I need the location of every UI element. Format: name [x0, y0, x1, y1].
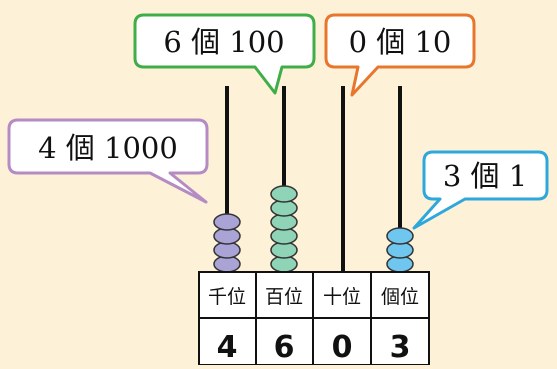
callout-box-hundreds	[133, 13, 316, 95]
callout-ones: 3 個 1	[412, 150, 549, 230]
callout-box-tens	[324, 13, 476, 97]
digit-ones: 3	[390, 330, 411, 365]
place-label-thousands: 千位	[208, 286, 246, 308]
bead-thousands	[213, 213, 241, 231]
place-label-ones: 個位	[381, 286, 419, 308]
callout-text-ones: 3 個 1	[443, 159, 527, 193]
place-value-table: 千位 百位 十位 個位 4 6 0 3	[198, 271, 430, 366]
digit-hundreds: 6	[274, 330, 295, 365]
bead-ones	[386, 227, 414, 245]
callout-box-thousands	[7, 118, 209, 204]
rods	[225, 86, 402, 272]
callout-hundreds: 6 個 100	[133, 13, 316, 95]
place-label-hundreds: 百位	[265, 286, 303, 308]
callout-thousands: 4 個 1000	[7, 118, 209, 204]
digit-tens: 0	[332, 330, 353, 365]
beads	[213, 185, 414, 273]
digit-thousands: 4	[217, 330, 238, 365]
callout-text-hundreds: 6 個 100	[163, 25, 284, 59]
place-label-tens: 十位	[323, 286, 361, 308]
callout-text-tens: 0 個 10	[349, 25, 452, 59]
callout-box-ones	[412, 150, 549, 230]
callout-text-thousands: 4 個 1000	[38, 131, 178, 165]
callout-tens: 0 個 10	[324, 13, 476, 97]
bead-hundreds	[270, 185, 298, 203]
